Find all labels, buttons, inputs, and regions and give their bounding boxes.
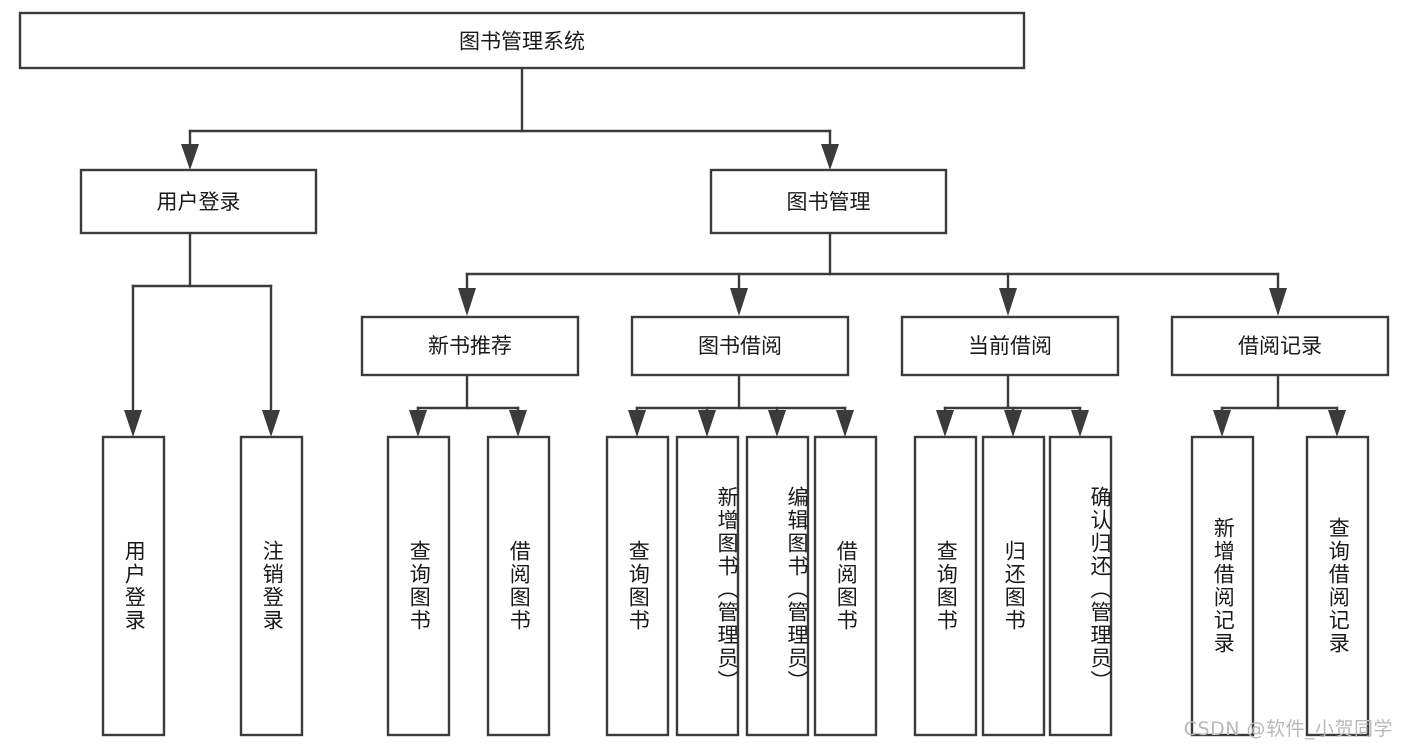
node-user-login-label: 用户登录 bbox=[157, 190, 241, 214]
leaf-borrow-book-1-rect[interactable] bbox=[486, 435, 551, 737]
node-book-borrow-rect[interactable] bbox=[630, 315, 850, 377]
leaf-add-record-rect[interactable] bbox=[1190, 435, 1255, 737]
leaf-query-record-rect[interactable] bbox=[1305, 435, 1370, 737]
arrowhead-leaf-query-book-3 bbox=[936, 410, 954, 437]
node-new-book-recommend[interactable]: 新书推荐 bbox=[360, 315, 580, 377]
node-borrow-record-label: 借阅记录 bbox=[1238, 334, 1322, 358]
node-root-rect[interactable] bbox=[18, 11, 1026, 70]
leaf-query-book-2-rect[interactable] bbox=[605, 435, 670, 737]
node-book-management-rect[interactable] bbox=[709, 168, 948, 235]
watermark-text: CSDN @软件_小贺同学 bbox=[1183, 718, 1393, 740]
leaf-add-book-rect[interactable] bbox=[675, 435, 740, 737]
arrowhead-leaf-confirm-return bbox=[1071, 410, 1089, 437]
node-borrow-record[interactable]: 借阅记录 bbox=[1170, 315, 1390, 377]
node-current-borrow-rect[interactable] bbox=[900, 315, 1120, 377]
leaf-borrow-book-2-rect[interactable] bbox=[813, 435, 878, 737]
arrowhead-borrow-record bbox=[1269, 288, 1287, 316]
arrowhead-leaf-return-book bbox=[1004, 410, 1022, 437]
arrowhead-leaf-query-book-1 bbox=[409, 410, 427, 437]
arrowhead-leaf-borrow-book-2 bbox=[836, 410, 854, 437]
leaf-edit-book-rect[interactable] bbox=[745, 435, 810, 737]
node-root[interactable]: 图书管理系统 bbox=[18, 11, 1026, 70]
arrowhead-leaf-query-record bbox=[1328, 410, 1346, 437]
node-layer: 图书管理系统 用户登录 图书管理 新书推荐 图书借阅 当前借阅 bbox=[18, 11, 1390, 377]
node-new-book-recommend-label: 新书推荐 bbox=[428, 334, 512, 358]
arrowhead-new-book-recommend bbox=[458, 288, 476, 316]
leaf-return-book-rect[interactable] bbox=[981, 435, 1046, 737]
arrowhead-layer bbox=[124, 144, 1346, 437]
node-current-borrow-label: 当前借阅 bbox=[968, 334, 1052, 358]
node-borrow-record-rect[interactable] bbox=[1170, 315, 1390, 377]
leaf-layer bbox=[101, 435, 1370, 737]
node-book-borrow[interactable]: 图书借阅 bbox=[630, 315, 850, 377]
node-user-login[interactable]: 用户登录 bbox=[79, 168, 318, 235]
node-book-management[interactable]: 图书管理 bbox=[709, 168, 948, 235]
node-user-login-rect[interactable] bbox=[79, 168, 318, 235]
arrowhead-user-login bbox=[181, 144, 199, 170]
node-root-label: 图书管理系统 bbox=[459, 30, 585, 54]
node-current-borrow[interactable]: 当前借阅 bbox=[900, 315, 1120, 377]
arrowhead-leaf-query-book-2 bbox=[628, 410, 646, 437]
node-book-management-label: 图书管理 bbox=[787, 190, 871, 214]
leaf-logout-login-rect[interactable] bbox=[239, 435, 304, 737]
leaf-user-login-rect[interactable] bbox=[101, 435, 166, 737]
leaf-query-book-1-rect[interactable] bbox=[386, 435, 451, 737]
node-new-book-recommend-rect[interactable] bbox=[360, 315, 580, 377]
arrowhead-book-borrow bbox=[730, 288, 748, 316]
arrowhead-leaf-add-book bbox=[698, 410, 716, 437]
arrowhead-leaf-user-login bbox=[124, 410, 142, 437]
arrowhead-leaf-logout-login bbox=[262, 410, 280, 437]
leaf-query-book-3-rect[interactable] bbox=[913, 435, 978, 737]
arrowhead-leaf-edit-book bbox=[768, 410, 786, 437]
arrowhead-book-management bbox=[821, 144, 839, 170]
node-book-borrow-label: 图书借阅 bbox=[698, 334, 782, 358]
arrowhead-current-borrow bbox=[999, 288, 1017, 316]
arrowhead-leaf-borrow-book-1 bbox=[509, 410, 527, 437]
arrowhead-leaf-add-record bbox=[1213, 410, 1231, 437]
leaf-confirm-return-rect[interactable] bbox=[1048, 435, 1113, 737]
